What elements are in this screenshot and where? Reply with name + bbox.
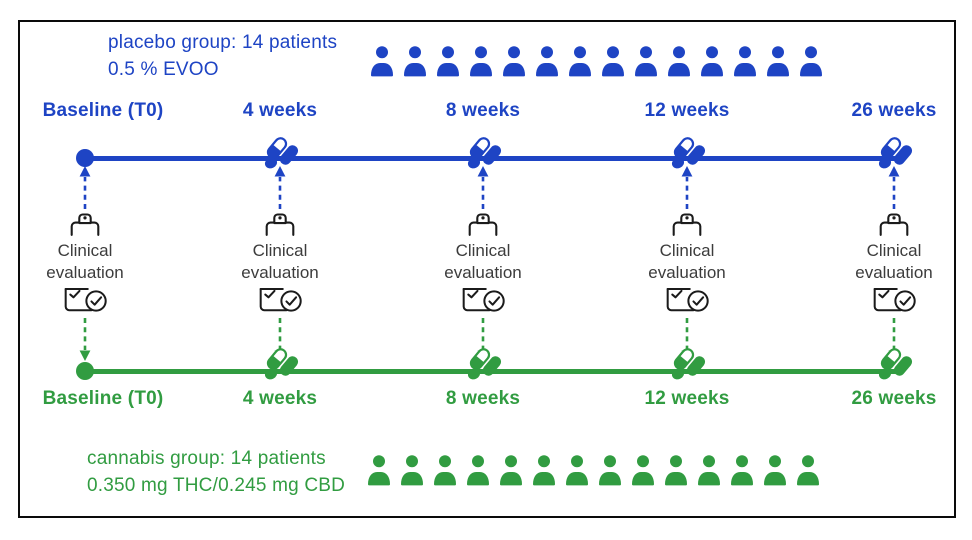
timepoint-label: Baseline (T0) [42,100,164,121]
person-icon [730,41,760,81]
clipboard-icon [668,211,706,237]
dashed-arrow-up-icon [679,165,695,211]
clinical-evaluation-block: Clinical evaluation [225,165,335,362]
dashed-arrow-up-icon [272,165,288,211]
person-icon [694,450,724,490]
pills-icon [464,345,502,388]
person-icon [367,41,397,81]
cannabis-group-dose: 0.350 mg THC/0.245 mg CBD [87,474,346,496]
checklist-done-icon [871,286,917,316]
clinical-evaluation-label: Clinical evaluation [241,240,319,283]
timepoint-label: 4 weeks [242,100,318,121]
timepoint-label: 12 weeks [644,388,730,409]
clinical-evaluation-label-line2: evaluation [46,262,124,282]
checklist-done-icon [460,286,506,316]
pills-icon [261,134,299,177]
person-icon [430,450,460,490]
checklist-done-icon [62,286,108,316]
dashed-arrow-up-icon [475,165,491,211]
clinical-evaluation-label-line1: Clinical [659,241,715,260]
person-icon [532,41,562,81]
placebo-group-dose: 0.5 % EVOO [108,58,219,80]
clipboard-icon [261,211,299,237]
clinical-evaluation-label-line2: evaluation [648,262,726,282]
timepoint-label: 8 weeks [445,388,521,409]
clinical-evaluation-label-line1: Clinical [57,241,113,260]
timepoint-label: Baseline (T0) [42,388,164,409]
clinical-evaluation-block: Clinical evaluation [632,165,742,362]
timepoint-label: 26 weeks [851,388,937,409]
clinical-evaluation-label-line1: Clinical [252,241,308,260]
person-icon [562,450,592,490]
clinical-evaluation-label: Clinical evaluation [46,240,124,283]
person-icon [727,450,757,490]
person-icon [760,450,790,490]
diagram-border [18,20,956,518]
person-icon [628,450,658,490]
pills-icon [261,345,299,388]
placebo-group-title: placebo group: 14 patients [108,32,338,53]
clinical-evaluation-label-line2: evaluation [444,262,522,282]
clinical-evaluation-label: Clinical evaluation [648,240,726,283]
person-icon [796,41,826,81]
cannabis-group-label: cannabis group: 14 patients 0.350 mg THC… [87,446,345,499]
dashed-arrow-down-icon [77,316,93,362]
cannabis-group-title: cannabis group: 14 patients [87,448,326,469]
pills-icon [668,345,706,388]
checklist-done-icon [257,286,303,316]
person-icon [466,41,496,81]
person-icon [433,41,463,81]
person-icon [793,450,823,490]
pills-icon [875,134,913,177]
timepoint-label: 26 weeks [851,100,937,121]
dashed-arrow-up-icon [886,165,902,211]
person-icon [664,41,694,81]
person-icon [697,41,727,81]
timeline-dot-marker [76,149,94,167]
person-icon [763,41,793,81]
person-icon [565,41,595,81]
person-icon [529,450,559,490]
clinical-evaluation-label-line1: Clinical [455,241,511,260]
pills-icon [875,345,913,388]
timepoint-label: 8 weeks [445,100,521,121]
person-icon [595,450,625,490]
person-icon [496,450,526,490]
person-icon [397,450,427,490]
pills-icon [464,134,502,177]
clipboard-icon [66,211,104,237]
dashed-arrow-up-icon [77,165,93,211]
person-icon [400,41,430,81]
clipboard-icon [464,211,502,237]
clinical-evaluation-label: Clinical evaluation [855,240,933,283]
timepoint-label: 12 weeks [644,100,730,121]
timeline-dot-marker [76,362,94,380]
placebo-group-label: placebo group: 14 patients 0.5 % EVOO [108,30,337,83]
clinical-evaluation-label-line1: Clinical [866,241,922,260]
clipboard-icon [875,211,913,237]
clinical-evaluation-block: Clinical evaluation [428,165,538,362]
clinical-evaluation-block: Clinical evaluation [30,165,140,362]
person-icon [463,450,493,490]
clinical-evaluation-label: Clinical evaluation [444,240,522,283]
clinical-evaluation-block: Clinical evaluation [839,165,949,362]
pills-icon [668,134,706,177]
person-icon [499,41,529,81]
person-icon [631,41,661,81]
checklist-done-icon [664,286,710,316]
clinical-evaluation-label-line2: evaluation [241,262,319,282]
person-icon [598,41,628,81]
clinical-evaluation-label-line2: evaluation [855,262,933,282]
person-icon [364,450,394,490]
person-icon [661,450,691,490]
timepoint-label: 4 weeks [242,388,318,409]
placebo-patients-row [367,41,826,81]
cannabis-patients-row [364,450,823,490]
